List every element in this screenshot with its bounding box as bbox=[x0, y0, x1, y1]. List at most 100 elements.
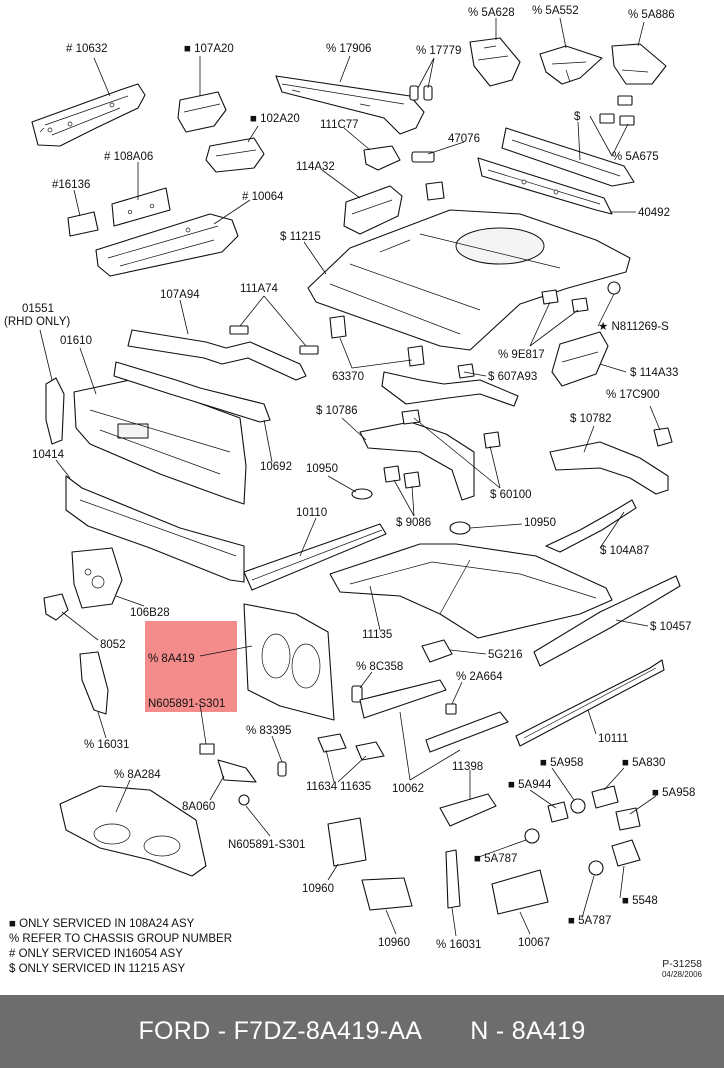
part-107a20[interactable] bbox=[177, 91, 227, 133]
part-114a32[interactable] bbox=[343, 185, 403, 235]
footer-bar: FORD - F7DZ-8A419-AA N - 8A419 bbox=[0, 995, 724, 1068]
part-8a060[interactable] bbox=[217, 759, 257, 783]
label-10414: 10414 bbox=[32, 449, 65, 461]
part-8a284[interactable] bbox=[59, 785, 207, 877]
part-16136[interactable] bbox=[67, 211, 99, 237]
part-16031-b[interactable] bbox=[445, 849, 461, 909]
label-104a87: $ 104A87 bbox=[600, 545, 649, 557]
legend: ■ ONLY SERVICED IN 108A24 ASY % REFER TO… bbox=[9, 917, 232, 977]
label-5a830: ■ 5A830 bbox=[622, 757, 665, 769]
part-102a20[interactable] bbox=[205, 137, 265, 173]
part-17779[interactable] bbox=[409, 85, 433, 101]
part-111c77[interactable] bbox=[363, 145, 401, 171]
part-8c358[interactable] bbox=[351, 685, 363, 703]
part-10062[interactable] bbox=[359, 679, 509, 753]
part-63370[interactable] bbox=[329, 315, 475, 379]
drawing-reference: P-31258 04/28/2006 bbox=[662, 958, 702, 979]
part-5a958-a[interactable] bbox=[570, 798, 586, 814]
label-106b28: 106B28 bbox=[130, 607, 170, 619]
part-10632[interactable] bbox=[31, 83, 146, 147]
part-10692[interactable] bbox=[113, 361, 271, 423]
part-10067[interactable] bbox=[491, 869, 549, 915]
part-5a958-b[interactable] bbox=[615, 807, 641, 831]
part-11635[interactable] bbox=[355, 741, 385, 761]
label-16031-a: % 16031 bbox=[84, 739, 129, 751]
drawing-date: 04/28/2006 bbox=[661, 970, 702, 979]
part-11634[interactable] bbox=[317, 733, 347, 753]
part-n605891-bolt[interactable] bbox=[199, 743, 215, 755]
label-11135: 11135 bbox=[362, 629, 392, 641]
part-17c900[interactable] bbox=[653, 427, 673, 447]
legend-item: # ONLY SERVICED IN16054 ASY bbox=[9, 948, 183, 960]
part-11215[interactable] bbox=[307, 209, 631, 351]
part-10782[interactable] bbox=[549, 441, 669, 495]
part-01551[interactable] bbox=[45, 377, 65, 445]
part-107a94[interactable] bbox=[127, 329, 307, 381]
part-106b28[interactable] bbox=[71, 547, 123, 609]
part-10110[interactable] bbox=[243, 523, 387, 591]
part-5g216[interactable] bbox=[421, 639, 453, 663]
label-10632: # 10632 bbox=[66, 43, 108, 55]
label-107a20: ■ 107A20 bbox=[184, 43, 234, 55]
part-16031-a[interactable] bbox=[79, 651, 109, 715]
part-01610[interactable] bbox=[73, 379, 247, 505]
label-111a74: 111A74 bbox=[240, 283, 279, 295]
label-01551-note: (RHD ONLY) bbox=[4, 316, 70, 328]
part-9e817[interactable] bbox=[541, 289, 589, 313]
part-5a886[interactable] bbox=[611, 43, 667, 85]
part-n811269[interactable] bbox=[607, 281, 621, 295]
label-8a060: 8A060 bbox=[182, 801, 215, 813]
label-114a33: $ 114A33 bbox=[630, 367, 678, 379]
part-10457[interactable] bbox=[533, 575, 681, 667]
label-17c900: % 17C900 bbox=[606, 389, 660, 401]
part-rear-panel[interactable] bbox=[501, 127, 635, 187]
part-11398[interactable] bbox=[439, 793, 497, 827]
part-108a06[interactable] bbox=[111, 187, 171, 227]
part-83395[interactable] bbox=[277, 761, 287, 777]
part-8052[interactable] bbox=[43, 593, 69, 621]
part-5a787-b[interactable] bbox=[588, 860, 604, 876]
label-5a675-dollar: $ bbox=[574, 111, 581, 123]
drawing-number: P-31258 bbox=[662, 958, 702, 970]
part-10950-b[interactable] bbox=[449, 521, 471, 535]
part-5a830[interactable] bbox=[591, 785, 619, 809]
part-114a33[interactable] bbox=[551, 331, 609, 387]
label-47076: 47076 bbox=[448, 133, 480, 145]
part-labels: # 10632 ■ 107A20 % 17906 % 17779 % 5A628… bbox=[4, 5, 695, 951]
label-5a787-b: ■ 5A787 bbox=[568, 915, 611, 927]
part-10786[interactable] bbox=[359, 421, 475, 501]
part-10111[interactable] bbox=[515, 659, 665, 747]
part-5a628[interactable] bbox=[469, 37, 521, 87]
label-40492: 40492 bbox=[638, 207, 670, 219]
part-607a93[interactable] bbox=[381, 371, 519, 407]
part-10950-a[interactable] bbox=[351, 488, 373, 500]
part-5a552[interactable] bbox=[539, 45, 603, 85]
label-10960-b: 10960 bbox=[378, 937, 410, 949]
part-2a664[interactable] bbox=[445, 703, 457, 715]
part-5a787-a[interactable] bbox=[524, 828, 540, 844]
part-n605891-bolt-b[interactable] bbox=[238, 794, 250, 806]
part-5a675-clips[interactable] bbox=[599, 95, 635, 126]
part-10064[interactable] bbox=[95, 213, 239, 277]
part-104a87[interactable] bbox=[545, 499, 637, 553]
part-8a419[interactable] bbox=[243, 603, 335, 721]
part-11135[interactable] bbox=[329, 543, 613, 639]
part-10960-b[interactable] bbox=[361, 877, 413, 911]
footer-part-reference: FORD - F7DZ-8A419-AA bbox=[138, 1017, 423, 1045]
highlight-box bbox=[145, 621, 237, 712]
part-111a74[interactable] bbox=[229, 325, 319, 355]
label-114a32: 114A32 bbox=[296, 161, 335, 173]
part-5548[interactable] bbox=[611, 839, 641, 867]
label-8a419: % 8A419 bbox=[148, 653, 195, 665]
part-bracket-47076[interactable] bbox=[425, 181, 445, 201]
part-40492[interactable] bbox=[477, 157, 613, 215]
part-47076[interactable] bbox=[411, 151, 435, 163]
legend-item: ■ ONLY SERVICED IN 108A24 ASY bbox=[9, 918, 195, 930]
part-10960-a[interactable] bbox=[327, 817, 367, 867]
part-60100[interactable] bbox=[383, 409, 501, 489]
label-102a20: ■ 102A20 bbox=[250, 113, 300, 125]
part-10414[interactable] bbox=[65, 475, 245, 583]
label-83395: % 83395 bbox=[246, 725, 291, 737]
part-5a944[interactable] bbox=[547, 801, 569, 823]
label-10064: # 10064 bbox=[242, 191, 284, 203]
